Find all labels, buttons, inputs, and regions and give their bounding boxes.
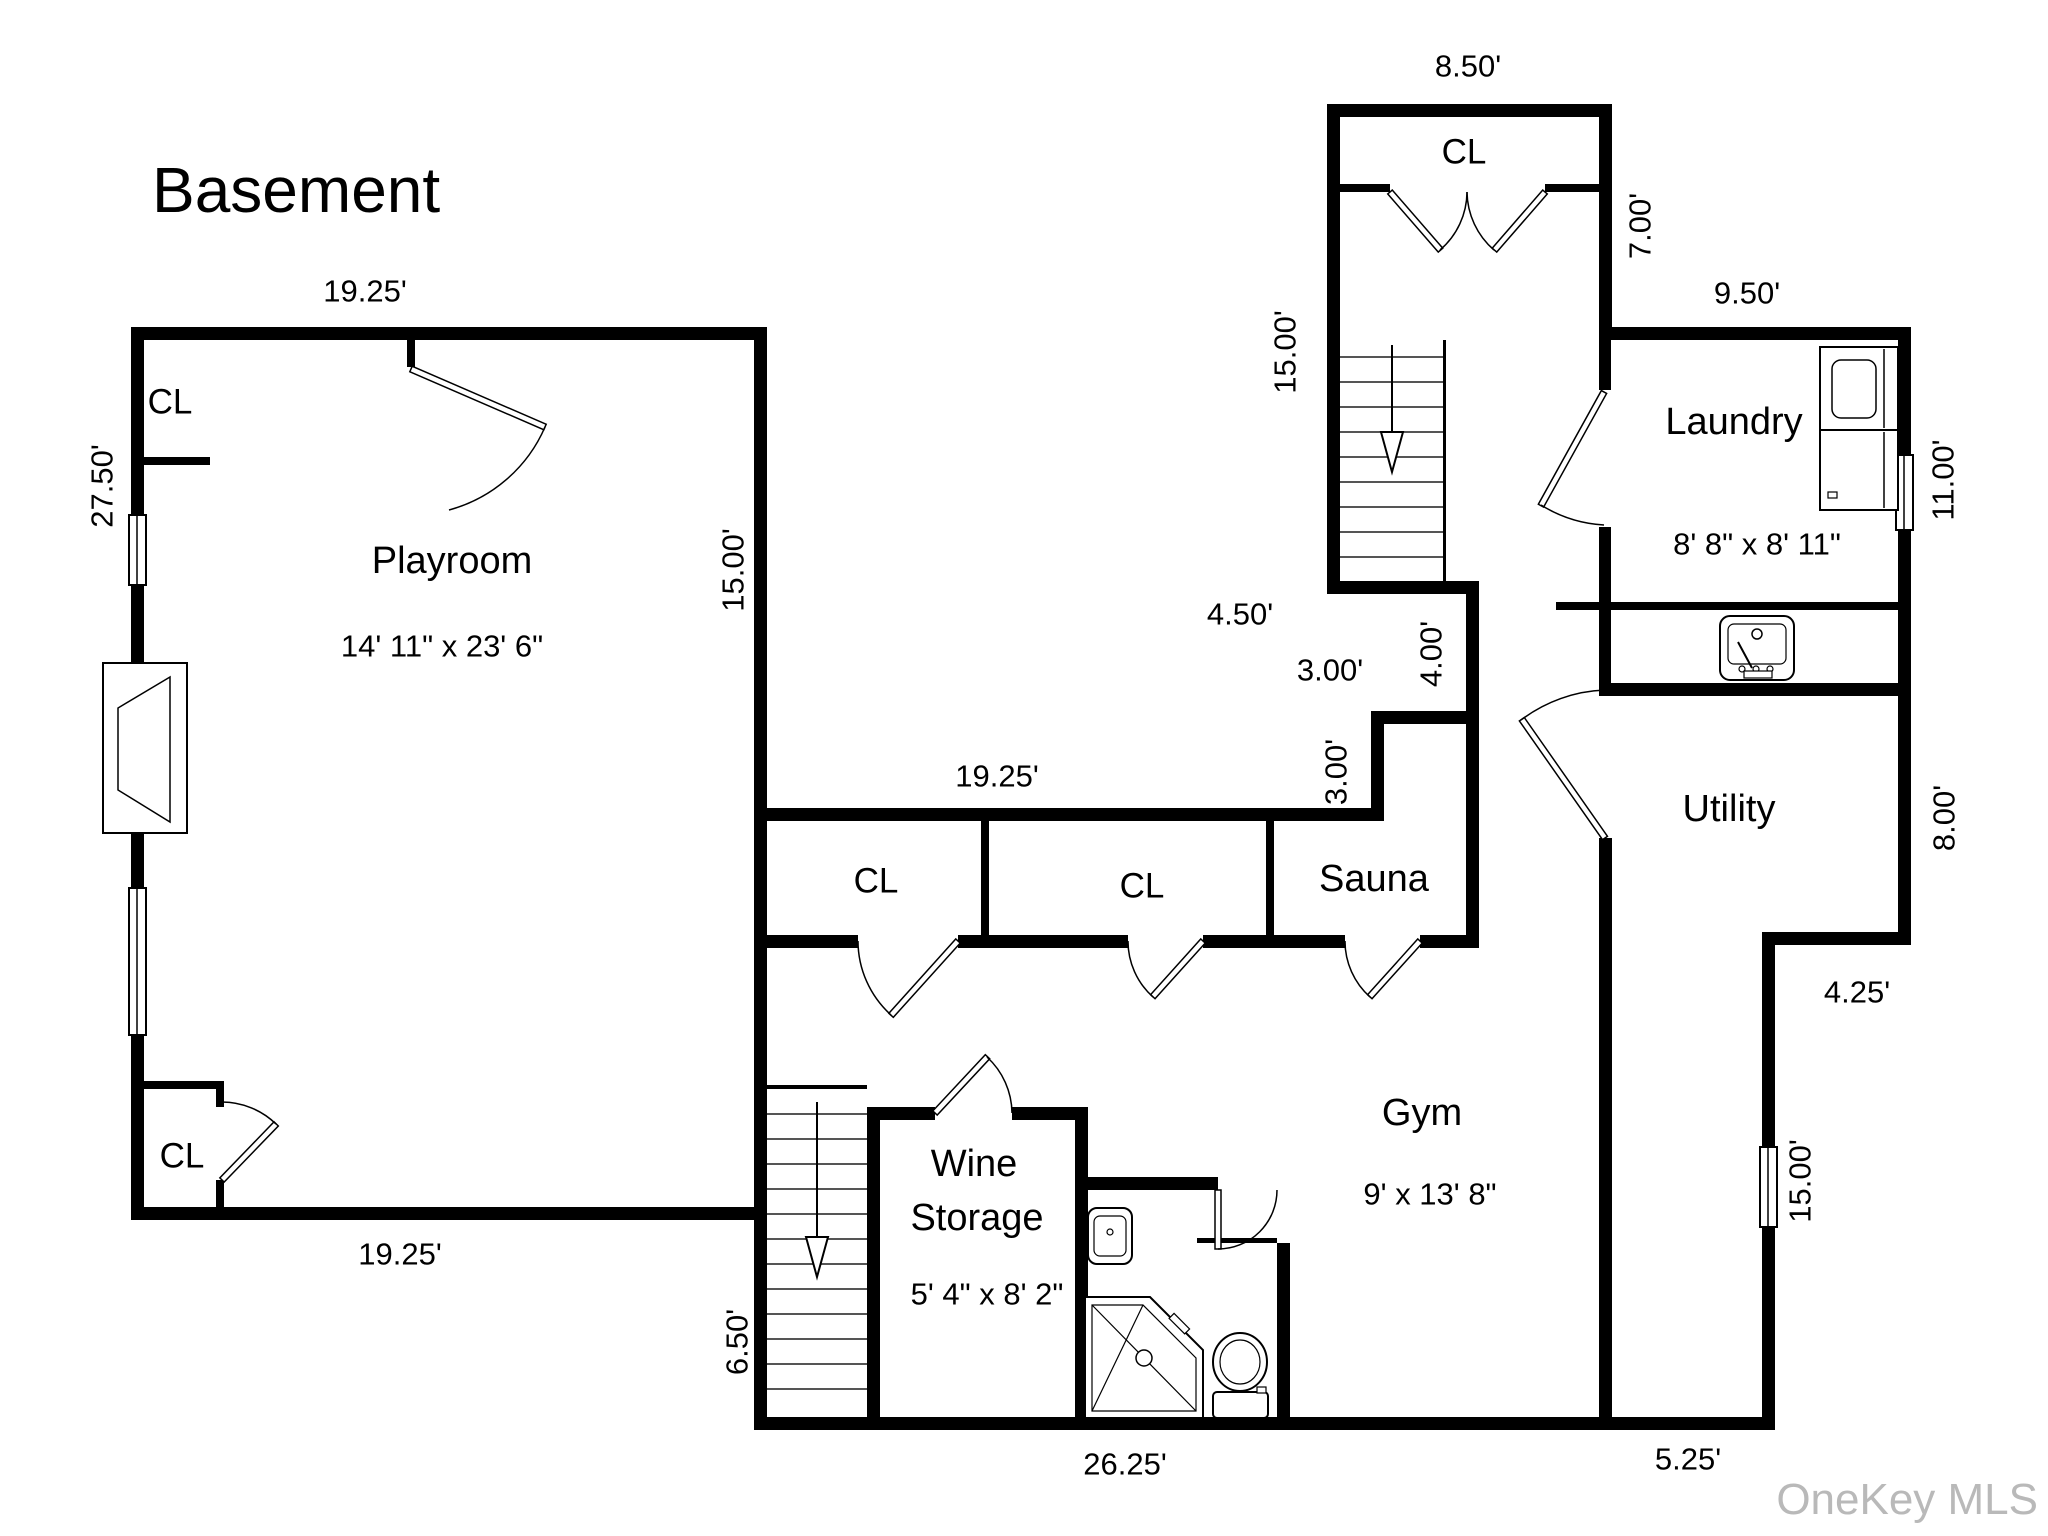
corner-shower-icon bbox=[1084, 1296, 1204, 1419]
door-utility bbox=[1518, 689, 1609, 841]
stairs-down-arrow-lower bbox=[804, 1102, 830, 1281]
window-laundry bbox=[1895, 454, 1914, 531]
laundry-sink-icon bbox=[1719, 615, 1795, 681]
doors bbox=[218, 188, 1609, 1250]
door-sauna bbox=[1344, 937, 1424, 1000]
room-label-playroom: Playroom bbox=[371, 540, 533, 582]
dim-stair-cl-right: 7.00' bbox=[1622, 192, 1658, 260]
door-closet-bottom-left bbox=[218, 1101, 280, 1184]
closet-label-hall-1: CL bbox=[853, 861, 899, 901]
closet-label-hall-2: CL bbox=[1119, 866, 1165, 906]
room-dims-playroom: 14' 11" x 23' 6" bbox=[340, 628, 544, 664]
door-bathroom bbox=[1214, 1189, 1278, 1250]
window-playroom-upper bbox=[128, 514, 147, 586]
room-dims-laundry: 8' 8" x 8' 11" bbox=[1673, 526, 1841, 562]
room-label-laundry: Laundry bbox=[1665, 401, 1803, 443]
dim-playroom-right: 15.00' bbox=[715, 528, 751, 612]
dim-notch-top: 3.00' bbox=[1296, 652, 1364, 688]
closet-label-top-left: CL bbox=[147, 382, 193, 422]
dim-stair-cl-top: 8.50' bbox=[1434, 48, 1502, 84]
toilet-icon bbox=[1212, 1332, 1269, 1419]
dim-utility-jog: 4.25' bbox=[1823, 974, 1891, 1010]
dim-gym-bottom: 26.25' bbox=[1083, 1446, 1167, 1482]
room-label-sauna: Sauna bbox=[1319, 858, 1429, 900]
bay-window bbox=[102, 662, 188, 834]
walls-exterior bbox=[131, 104, 1911, 1430]
dim-stairwell-left: 15.00' bbox=[1267, 310, 1303, 394]
room-label-utility: Utility bbox=[1682, 788, 1776, 830]
dim-leg-bottom: 5.25' bbox=[1654, 1441, 1722, 1477]
closet-label-stair-top: CL bbox=[1441, 132, 1487, 172]
window-playroom-lower bbox=[128, 887, 147, 1036]
staircase-upper bbox=[1340, 345, 1443, 558]
dryer-icon bbox=[1819, 429, 1899, 511]
dim-utility-right: 8.00' bbox=[1926, 784, 1962, 852]
windows bbox=[128, 454, 1914, 1228]
watermark: OneKey MLS bbox=[1776, 1475, 2038, 1524]
room-label-gym: Gym bbox=[1381, 1092, 1463, 1134]
door-stair-closet-double bbox=[1386, 188, 1549, 254]
dim-notch-left: 3.00' bbox=[1318, 738, 1354, 806]
dim-playroom-bottom: 19.25' bbox=[358, 1236, 442, 1272]
page-title: Basement bbox=[152, 154, 441, 226]
dim-playroom-left: 27.50' bbox=[84, 444, 120, 528]
dim-playroom-top: 19.25' bbox=[323, 273, 407, 309]
door-hall-closet-2 bbox=[1127, 937, 1207, 1000]
room-label-wine-line1: Wine bbox=[930, 1143, 1018, 1185]
dim-laundry-top: 9.50' bbox=[1713, 275, 1781, 311]
door-wine-storage bbox=[931, 1053, 1013, 1117]
room-label-wine-line2: Storage bbox=[910, 1197, 1044, 1239]
washer-icon bbox=[1819, 346, 1899, 431]
closet-label-bottom-left: CL bbox=[159, 1136, 205, 1176]
room-dims-wine: 5' 4" x 8' 2" bbox=[910, 1276, 1064, 1312]
stairs-down-arrow-upper bbox=[1379, 345, 1405, 476]
dim-notch-right: 4.00' bbox=[1413, 620, 1449, 688]
room-dims-gym: 9' x 13' 8" bbox=[1363, 1176, 1497, 1212]
door-hall-closet-1 bbox=[857, 937, 962, 1019]
door-laundry bbox=[1537, 389, 1608, 526]
dim-lower-stair-left: 6.50' bbox=[719, 1308, 755, 1376]
bathroom-sink-icon bbox=[1087, 1207, 1133, 1265]
window-utility-leg bbox=[1759, 1146, 1778, 1228]
door-closet-top-left bbox=[408, 365, 548, 511]
walls-interior bbox=[144, 184, 1898, 1243]
dim-hall-top: 19.25' bbox=[955, 758, 1039, 794]
dim-laundry-right: 11.00' bbox=[1925, 439, 1961, 521]
dim-stair-bottom: 4.50' bbox=[1206, 596, 1274, 632]
dim-leg-right: 15.00' bbox=[1782, 1139, 1818, 1223]
staircase-lower bbox=[767, 1102, 867, 1390]
